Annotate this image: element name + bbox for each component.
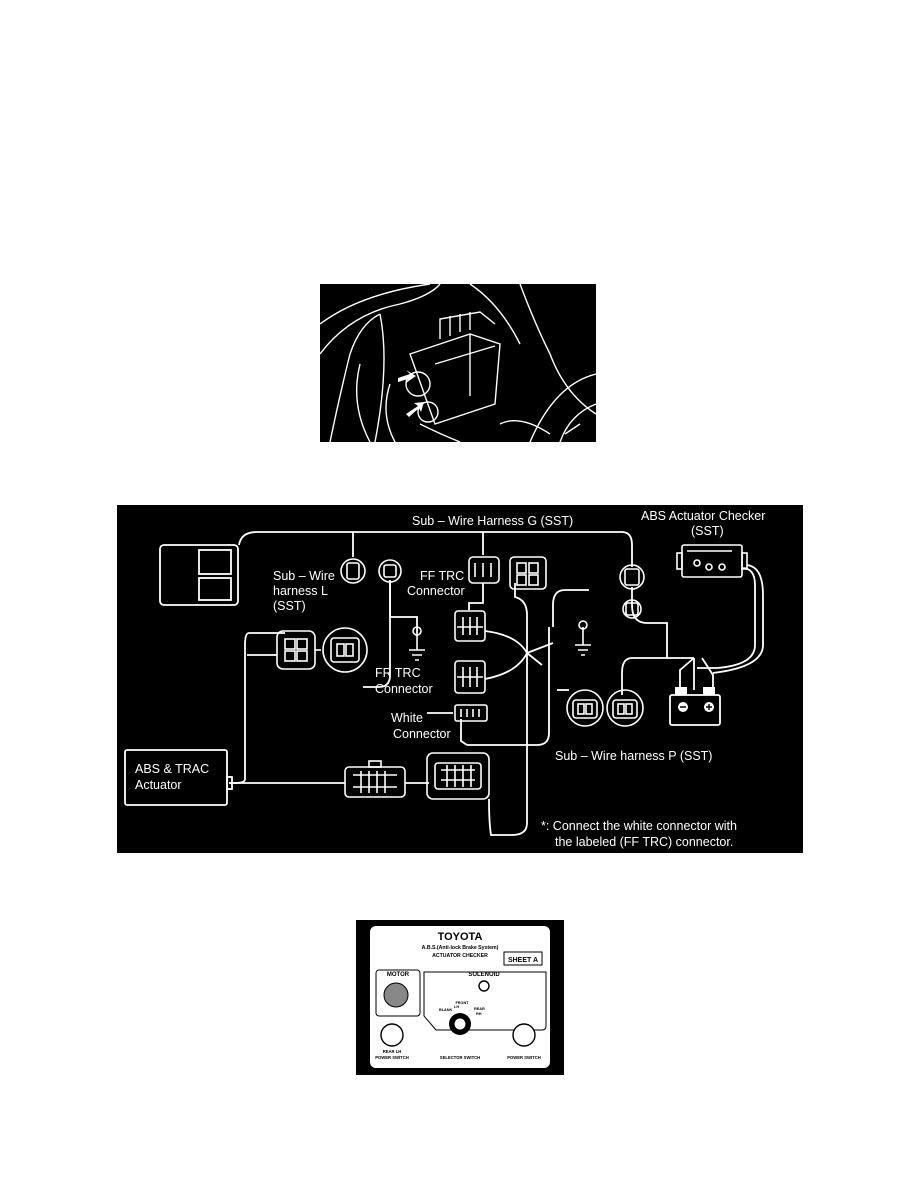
panel-brand: TOYOTA <box>438 931 483 943</box>
panel-system: A.B.S.(Anti-lock Brake System) <box>422 945 499 951</box>
label-sub-harness-p: Sub – Wire harness P (SST) <box>555 749 712 763</box>
harness-p-connector-1 <box>566 689 604 727</box>
wiring-diagram: Sub – Wire Harness G (SST) ABS Actuator … <box>117 505 803 853</box>
label-fr-trc-2: Connector <box>375 682 433 696</box>
label-fr-trc-1: FR TRC <box>375 666 421 680</box>
left-connector <box>276 630 321 670</box>
label-ff-trc-1: FF TRC <box>420 569 464 583</box>
label-white-1: White <box>391 711 423 725</box>
panel-name: ACTUATOR CHECKER <box>432 953 488 959</box>
solenoid-frame <box>423 971 547 1031</box>
note-line-1: *: Connect the white connector with <box>541 819 737 833</box>
motor-label: MOTOR <box>387 972 410 978</box>
pos-rear: REAR <box>474 1007 485 1011</box>
pos-lh: LH <box>454 1005 459 1009</box>
rear-lh-power-switch[interactable] <box>380 1023 404 1047</box>
battery-lead-pos <box>701 657 714 690</box>
solenoid-lamp <box>478 980 490 992</box>
actuator-location-photo <box>320 284 596 442</box>
loop-to-harness-2 <box>526 652 543 666</box>
sheet-badge <box>503 951 543 966</box>
label-checker-line1: ABS Actuator Checker <box>641 509 765 523</box>
harness-g-wire <box>238 531 633 567</box>
harness-l-connector <box>378 559 402 583</box>
loop-to-harness <box>526 642 554 654</box>
rear-lh-label-1: REAR LH <box>383 1049 402 1054</box>
fr-trc-connector <box>454 660 486 694</box>
ff-fr-loop <box>484 630 529 680</box>
checker-wire-b <box>712 564 764 674</box>
power-switch[interactable] <box>512 1023 536 1047</box>
actuator-checker-panel: TOYOTA A.B.S.(Anti-lock Brake System) AC… <box>356 920 564 1075</box>
label-actuator-1: ABS & TRAC <box>135 762 209 776</box>
sheet-label: SHEET A <box>508 957 538 964</box>
harness-p-lower <box>467 627 550 746</box>
engine-bay-illustration <box>320 284 596 442</box>
wiring-diagram-svg: Sub – Wire Harness G (SST) ABS Actuator … <box>124 509 765 849</box>
actuator-connector-small <box>344 760 406 798</box>
label-sub-harness-l-3: (SST) <box>273 599 306 613</box>
label-checker-line2: (SST) <box>691 524 724 538</box>
white-connector-wire <box>460 719 468 746</box>
label-sub-harness-g: Sub – Wire Harness G (SST) <box>412 514 573 528</box>
harness-g-connector-2 <box>619 564 645 590</box>
ff-link <box>468 583 484 610</box>
actuator-connector-large <box>426 752 490 800</box>
battery <box>669 687 721 726</box>
checker-wire-a <box>697 567 756 669</box>
harness-l-to-connector <box>363 580 391 688</box>
abs-trac-actuator <box>124 749 233 806</box>
harness-l-round-connector <box>322 627 368 673</box>
selector-switch-center <box>453 1017 467 1031</box>
label-actuator-2: Actuator <box>135 778 182 792</box>
label-sub-harness-l-1: Sub – Wire <box>273 569 335 583</box>
note-line-2: the labeled (FF TRC) connector. <box>555 835 733 849</box>
label-ff-trc-2: Connector <box>407 584 465 598</box>
white-connector <box>454 704 488 722</box>
power-switch-label: POWER SWITCH <box>507 1055 541 1060</box>
rear-lh-label-2: POWER SWITCH <box>375 1055 409 1060</box>
motor-indicator <box>383 982 409 1008</box>
main-harness-connector <box>509 556 547 590</box>
checker-panel-svg: TOYOTA A.B.S.(Anti-lock Brake System) AC… <box>370 926 550 1068</box>
selector-switch-label: SELECTOR SWITCH <box>440 1055 480 1060</box>
checker-connector <box>622 599 642 619</box>
ff-trc-harness-connector <box>468 556 500 584</box>
relay-wire <box>631 587 694 659</box>
motor-frame <box>375 969 421 1017</box>
ff-trc-connector <box>454 610 486 642</box>
battery-lead-neg2 <box>679 657 695 690</box>
label-sub-harness-l-2: harness L <box>273 584 328 598</box>
ground-symbols <box>409 620 591 661</box>
ff-main-wire <box>488 583 528 836</box>
harness-g-connector-1 <box>340 558 366 584</box>
harness-p-to-connector <box>621 657 667 695</box>
harness-p-connector-2 <box>606 689 644 727</box>
label-white-2: Connector <box>393 727 451 741</box>
relay-box <box>159 544 239 606</box>
solenoid-label: SOLENOID <box>468 972 500 978</box>
pos-blank: BLANK <box>439 1008 453 1012</box>
ground-wire-right <box>552 589 589 627</box>
harness-wires <box>229 531 764 836</box>
abs-actuator-checker <box>676 544 748 578</box>
pos-front: FRONT <box>455 1001 469 1005</box>
pos-rh: RH <box>476 1012 482 1016</box>
